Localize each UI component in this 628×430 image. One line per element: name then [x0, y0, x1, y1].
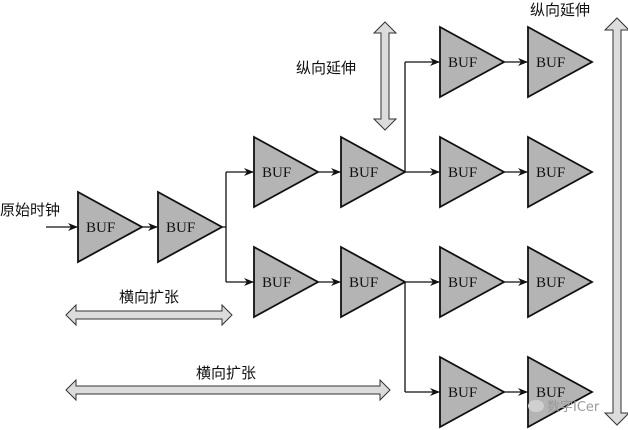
buffer-label: BUF — [86, 220, 115, 236]
vertical-extension-arrow-right — [603, 17, 628, 426]
buffer-triangle — [340, 245, 407, 319]
buffer-triangle — [439, 355, 506, 429]
buffer-s4a: BUF — [340, 135, 407, 209]
buffer-triangle — [527, 135, 594, 209]
wechat-icon — [528, 399, 544, 412]
buffer-label: BUF — [349, 165, 378, 181]
buffer-label: BUF — [448, 385, 477, 401]
buffer-triangle — [439, 25, 506, 99]
vertical-extension-arrow-mid — [372, 21, 398, 131]
label-horizontal-expansion-long: 横向扩张 — [196, 364, 257, 382]
buffer-s6b: BUF — [527, 135, 594, 209]
buffer-label: BUF — [262, 165, 291, 181]
buffer-triangle — [527, 245, 594, 319]
buffer-s6a: BUF — [527, 25, 594, 99]
buffer-triangle — [253, 245, 320, 319]
buffer-triangle — [527, 355, 594, 429]
watermark: 数字ICer — [528, 396, 599, 415]
label-horizontal-expansion-short: 横向扩张 — [119, 288, 180, 306]
label-vertical-extension-right: 纵向延伸 — [530, 1, 591, 19]
buffer-label: BUF — [349, 275, 378, 291]
buffer-triangle — [439, 245, 506, 319]
watermark-text: 数字ICer — [547, 400, 600, 415]
buffer-triangle — [527, 25, 594, 99]
horizontal-expansion-arrow-short — [65, 303, 233, 327]
buffer-triangle — [439, 135, 506, 209]
buffer-s3b: BUF — [253, 245, 320, 319]
buffer-triangle — [253, 135, 320, 209]
buffer-s5d: BUF — [439, 355, 506, 429]
buffer-s2: BUF — [157, 190, 224, 264]
buffer-s4b: BUF — [340, 245, 407, 319]
buffer-s3a: BUF — [253, 135, 320, 209]
buffer-s1: BUF — [77, 190, 144, 264]
buffer-triangle — [157, 190, 224, 264]
buffer-s6c: BUF — [527, 245, 594, 319]
buffer-label: BUF — [536, 165, 565, 181]
label-original-clock: 原始时钟 — [0, 201, 61, 219]
buffer-label: BUF — [536, 275, 565, 291]
buffer-label: BUF — [448, 165, 477, 181]
horizontal-expansion-arrow-long — [65, 378, 391, 402]
buffer-label: BUF — [166, 220, 195, 236]
buffer-label: BUF — [536, 55, 565, 71]
buffer-s5b: BUF — [439, 135, 506, 209]
buffer-label: BUF — [448, 55, 477, 71]
buffer-label: BUF — [536, 385, 565, 401]
buffer-triangle — [77, 190, 144, 264]
wire-s2-split — [222, 172, 227, 228]
buffer-s6d: BUF — [527, 355, 594, 429]
buffer-label: BUF — [262, 275, 291, 291]
label-vertical-extension-mid: 纵向延伸 — [296, 59, 357, 77]
buffer-s5c: BUF — [439, 245, 506, 319]
buffer-s5a: BUF — [439, 25, 506, 99]
buffer-triangle — [340, 135, 407, 209]
buffer-label: BUF — [448, 275, 477, 291]
